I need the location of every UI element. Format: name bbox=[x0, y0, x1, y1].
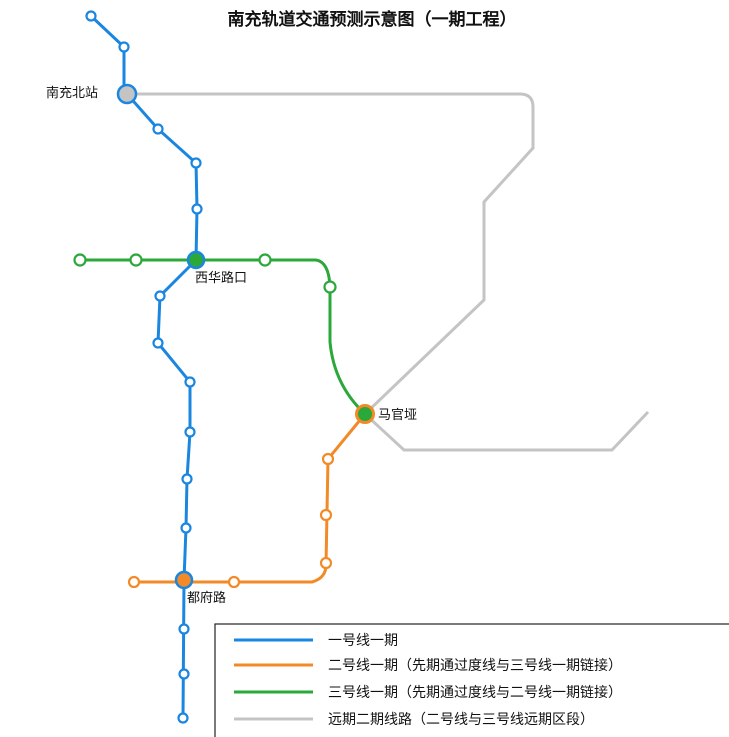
station-marker bbox=[127, 575, 141, 589]
line1-stations bbox=[85, 10, 203, 724]
station-marker bbox=[85, 10, 97, 22]
station-marker bbox=[319, 556, 333, 570]
station-marker bbox=[178, 623, 190, 635]
station-marker bbox=[319, 508, 333, 522]
label-maguanya: 马官垭 bbox=[378, 407, 417, 423]
station-marker bbox=[323, 280, 337, 294]
station-marker bbox=[191, 203, 203, 215]
station-marker bbox=[184, 376, 196, 388]
station-marker bbox=[152, 337, 164, 349]
legend-label-future: 远期二期线路（二号线与三号线远期区段） bbox=[328, 712, 594, 728]
future-line-south bbox=[363, 410, 650, 452]
station-marker bbox=[118, 41, 130, 53]
line1-path bbox=[89, 14, 199, 719]
station-marker bbox=[73, 253, 87, 267]
station-marker bbox=[321, 452, 335, 466]
label-dufu-road: 都府路 bbox=[187, 590, 226, 606]
interchange-maguanya bbox=[355, 404, 375, 424]
line3-path bbox=[80, 258, 367, 416]
station-marker bbox=[129, 253, 143, 267]
station-marker bbox=[180, 522, 192, 534]
interchange-xihua-road bbox=[186, 250, 206, 270]
station-marker bbox=[154, 290, 166, 302]
legend-label-line1: 一号线一期 bbox=[328, 633, 398, 649]
interchange-nanchong-north bbox=[116, 83, 138, 105]
line3-stations bbox=[73, 253, 337, 294]
label-nanchong-north: 南充北站 bbox=[46, 85, 98, 101]
future-line-north bbox=[127, 92, 535, 416]
station-marker bbox=[178, 668, 190, 680]
legend-label-line2: 二号线一期（先期通过度线与三号线一期链接） bbox=[328, 657, 622, 674]
line2-stations bbox=[127, 452, 335, 589]
line2-path bbox=[134, 413, 367, 584]
station-marker bbox=[181, 473, 193, 485]
legend: 一号线一期 二号线一期（先期通过度线与三号线一期链接） 三号线一期（先期通过度线… bbox=[214, 623, 729, 737]
legend-label-line3: 三号线一期（先期通过度线与二号线一期链接） bbox=[328, 684, 622, 701]
station-marker bbox=[177, 712, 189, 724]
interchange-dufu-road bbox=[174, 570, 194, 590]
label-xihua-road: 西华路口 bbox=[195, 270, 247, 286]
map-title: 南充轨道交通预测示意图（一期工程） bbox=[228, 9, 517, 30]
station-marker bbox=[227, 575, 241, 589]
station-marker bbox=[184, 426, 196, 438]
station-marker bbox=[152, 123, 164, 135]
station-marker bbox=[190, 157, 202, 169]
station-marker bbox=[258, 253, 272, 267]
